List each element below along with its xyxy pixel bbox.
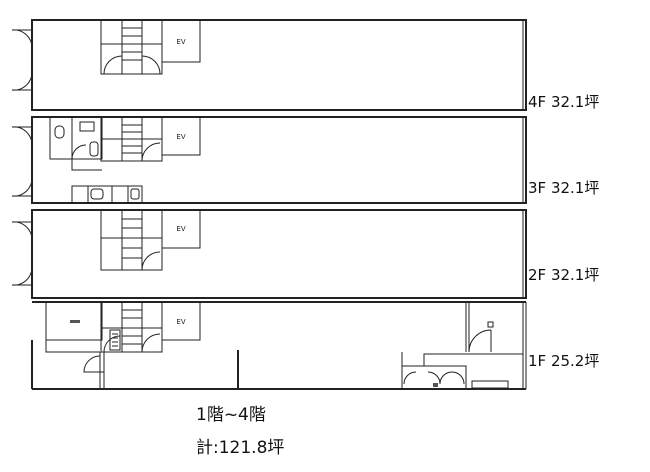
floor-1f-entrance — [83, 355, 104, 373]
floor-3f: EV — [11, 116, 527, 204]
floor-3f-washroom — [71, 185, 143, 204]
floor-4f-elevator — [161, 19, 201, 63]
floor-4f-ev-label: EV — [176, 38, 185, 46]
floor-3f-area-label: 3F 32.1坪 — [528, 179, 600, 197]
floor-4f-stair — [100, 19, 163, 75]
floor-2f-stair — [100, 209, 163, 271]
floor-2f-elevator — [161, 209, 201, 249]
floor-3f-outline — [31, 116, 527, 204]
floor-2f-area-label: 2F 32.1坪 — [528, 266, 600, 284]
floor-4f: EV — [11, 19, 527, 111]
floor-1f-right-room — [401, 302, 523, 390]
floor-2f-ev-label: EV — [176, 225, 185, 233]
floor-2f-door-lower — [11, 266, 33, 286]
floor-4f-door-lower — [11, 71, 33, 91]
floor-2f: EV — [11, 209, 527, 299]
floor-3f-elevator — [161, 116, 201, 156]
floor-2f-door-upper — [11, 221, 33, 241]
floor-1f-area-label: 1F 25.2坪 — [528, 352, 600, 370]
floor-1f-ev-label: EV — [176, 318, 185, 326]
floor-range-label: 1階~4階 — [196, 405, 266, 425]
floor-1f: EV — [31, 301, 527, 390]
floor-3f-ev-label: EV — [176, 133, 185, 141]
floor-1f-elevator — [161, 301, 201, 341]
floor-3f-stair — [100, 116, 163, 162]
floor-4f-area-label: 4F 32.1坪 — [528, 93, 600, 111]
total-area-label: 計:121.8坪 — [196, 438, 285, 458]
floor-3f-door-lower — [11, 177, 33, 197]
floor-1f-stair — [100, 301, 163, 353]
floor-1f-left-room — [31, 301, 105, 389]
floor-2f-outline — [31, 209, 527, 299]
floor-3f-toilets — [49, 116, 103, 171]
floor-4f-outline — [31, 19, 527, 111]
floor-3f-door-upper — [11, 126, 33, 146]
floor-4f-door-upper — [11, 29, 33, 49]
